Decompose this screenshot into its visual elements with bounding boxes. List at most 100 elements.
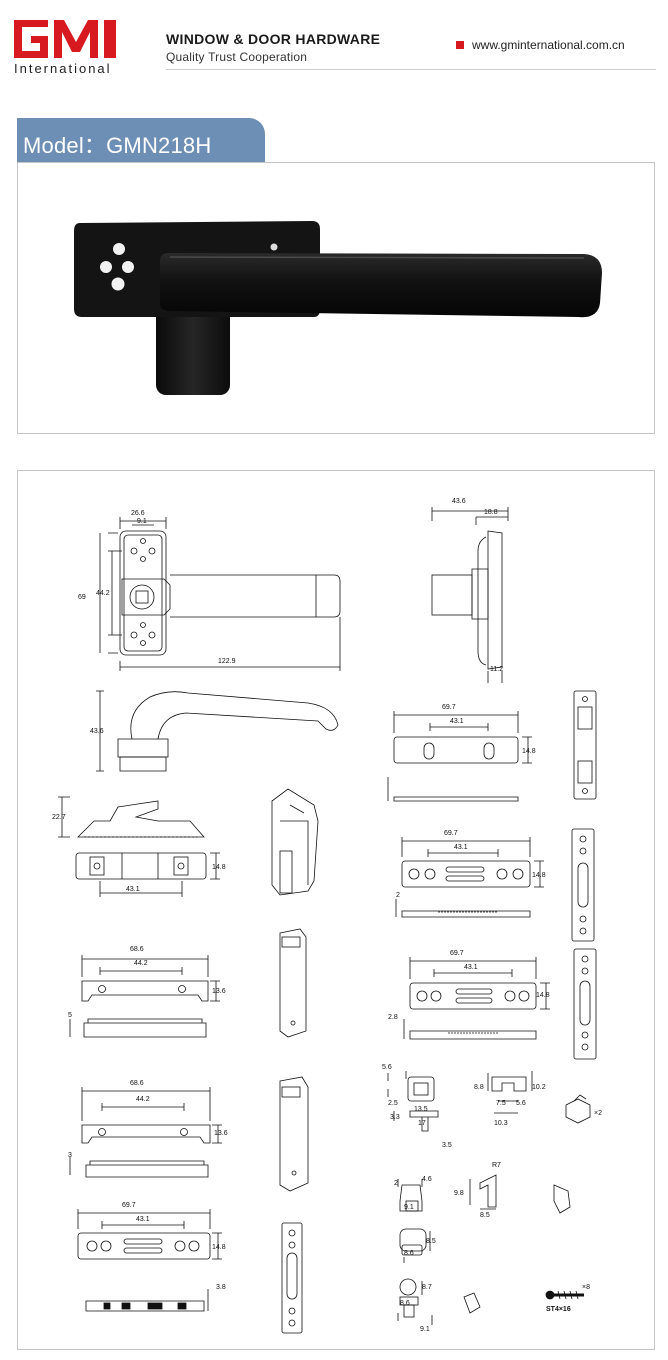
dim-s6-c: 9.1: [420, 1326, 430, 1333]
strip-plate-2: [571, 828, 595, 942]
dim-base-pitch: 43.1: [126, 886, 140, 893]
page-header: International WINDOW & DOOR HARDWARE Qua…: [0, 0, 668, 90]
website-text: www.gminternational.com.cn: [472, 38, 625, 52]
keeper-4: [77, 1209, 222, 1312]
spindle-3d: [271, 788, 319, 896]
dim-p1-thick: 5: [68, 1012, 72, 1019]
dim-s1-e: 17: [418, 1120, 426, 1127]
dim-s6-b: 8.6: [400, 1300, 410, 1307]
keeper-1: [387, 711, 532, 802]
dim-s2-b: 10.2: [532, 1084, 546, 1091]
dim-s1-c: 2.5: [388, 1100, 398, 1107]
tagline: WINDOW & DOOR HARDWARE Quality Trust Coo…: [166, 31, 380, 64]
dim-s1-d: 3.3: [390, 1114, 400, 1121]
red-square-icon: [456, 41, 464, 49]
screw-qty: ×8: [582, 1284, 590, 1291]
small-part-5: [399, 1228, 431, 1263]
top-view: [99, 517, 341, 671]
dim-s3-c: 9.1: [404, 1204, 414, 1211]
dim-top-hole: 9.1: [137, 518, 147, 525]
strip-plate-1: [573, 690, 597, 800]
technical-drawing-panel: 26.6 9.1 69 44.2 122.9 43.6 18.8 11.2 43…: [17, 470, 655, 1350]
strip-3d-2: [279, 1076, 309, 1192]
dim-p1-height: 13.6: [212, 988, 226, 995]
dim-s2-qty: ×2: [594, 1110, 602, 1117]
dim-p2-pitch: 44.2: [136, 1096, 150, 1103]
dim-k2-height: 14.8: [532, 872, 546, 879]
small-part-3: [397, 1179, 423, 1212]
dim-k1-height: 14.8: [522, 748, 536, 755]
dim-base-side: 14.8: [212, 864, 226, 871]
screw-spec: ST4×16: [546, 1306, 571, 1313]
dim-s5-a: 8.5: [426, 1238, 436, 1245]
dim-k4-pitch: 43.1: [136, 1216, 150, 1223]
side-view: [431, 507, 509, 683]
dim-top-width: 26.6: [131, 510, 145, 517]
small-part-2: [487, 1071, 533, 1114]
dim-k3-thick: 2.8: [388, 1014, 398, 1021]
dim-s2-e: 10.3: [494, 1120, 508, 1127]
plate-2: [69, 1087, 222, 1178]
dim-s4-r: R7: [492, 1162, 501, 1169]
handle-photo: [74, 221, 602, 395]
dim-base-height: 22.7: [52, 814, 66, 821]
dim-k4-height: 14.8: [212, 1244, 226, 1251]
dim-p1-length: 68.6: [130, 946, 144, 953]
dim-k4-length: 69.7: [122, 1202, 136, 1209]
base-hole-icon: [113, 243, 125, 255]
slogan: Quality Trust Cooperation: [166, 50, 308, 64]
strip-plate-4: [281, 1222, 303, 1334]
dim-side-inner: 18.8: [484, 509, 498, 516]
dim-s2-c: 7.5: [496, 1100, 506, 1107]
model-tab: Model：GMN218H: [17, 118, 265, 162]
dim-k2-pitch: 43.1: [454, 844, 468, 851]
strip-3d-1: [279, 928, 307, 1038]
dim-top-height: 69: [78, 594, 86, 601]
dim-k3-height: 14.8: [536, 992, 550, 999]
dim-side-bottom: 11.2: [490, 666, 503, 673]
small-part-3d-1: [565, 1094, 591, 1124]
dim-s4-a: 9.8: [454, 1190, 464, 1197]
dim-profile-height: 43.6: [90, 728, 104, 735]
model-label: Model：GMN218H: [23, 133, 212, 158]
screw-icon: [545, 1290, 584, 1300]
logo-text: International: [14, 61, 112, 76]
dim-k2-length: 69.7: [444, 830, 458, 837]
dim-k1-length: 69.7: [442, 704, 456, 711]
company-logo[interactable]: International: [14, 20, 124, 80]
dim-s4-b: 8.5: [480, 1212, 490, 1219]
dim-s1-f: 3.5: [442, 1142, 452, 1149]
plate-1: [69, 955, 220, 1038]
dim-side-width: 43.6: [452, 498, 466, 505]
small-part-6: [397, 1278, 433, 1325]
dim-p2-thick: 3: [68, 1152, 72, 1159]
strip-plate-3: [573, 948, 597, 1060]
keeper-2: [395, 837, 544, 918]
dim-s3-a: 2: [394, 1180, 398, 1187]
dim-s1-b: 13.5: [414, 1106, 428, 1113]
dim-k2-thick: 2: [396, 892, 400, 899]
gmi-logo-mark: [14, 20, 116, 58]
dim-top-pitch: 44.2: [96, 590, 110, 597]
dim-s6-a: 8.7: [422, 1284, 432, 1291]
dim-s3-b: 4.6: [422, 1176, 432, 1183]
dim-s2-d: 5.6: [516, 1100, 526, 1107]
small-part-1: [387, 1071, 439, 1132]
keeper-3: [403, 957, 550, 1040]
dim-p1-pitch: 44.2: [134, 960, 148, 967]
dim-s2-a: 8.8: [474, 1084, 484, 1091]
profile-view: [96, 690, 339, 772]
header-divider: [166, 69, 656, 70]
company-line: WINDOW & DOOR HARDWARE: [166, 31, 381, 47]
website-link[interactable]: www.gminternational.com.cn: [456, 38, 625, 52]
dim-k3-length: 69.7: [450, 950, 464, 957]
product-photo-panel: [17, 162, 655, 434]
base-section: [58, 796, 220, 897]
small-part-3d-2: [553, 1184, 571, 1214]
dim-p2-length: 68.6: [130, 1080, 144, 1087]
dim-k1-pitch: 43.1: [450, 718, 464, 725]
dim-s5-b: 8.6: [404, 1250, 414, 1257]
dim-s1-a: 5.6: [382, 1064, 392, 1071]
technical-drawing: 26.6 9.1 69 44.2 122.9 43.6 18.8 11.2 43…: [52, 498, 602, 1334]
dim-p2-height: 13.6: [214, 1130, 228, 1137]
